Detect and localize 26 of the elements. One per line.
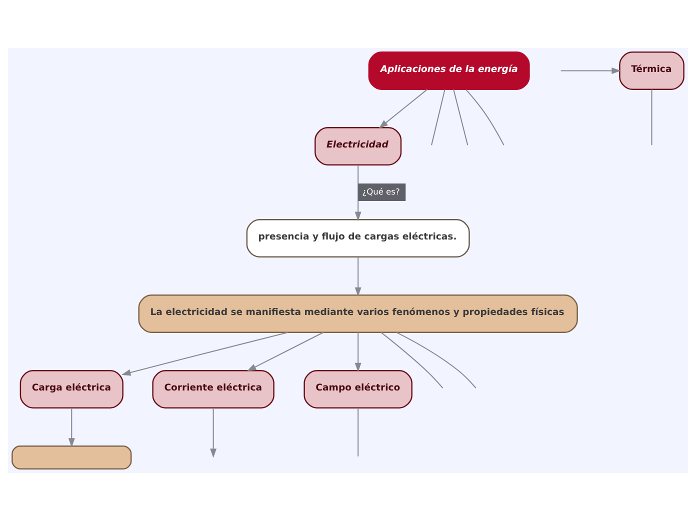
node-box: Carga eléctrica	[20, 370, 124, 408]
arrow	[378, 88, 428, 128]
arrow	[560, 66, 621, 74]
arrow	[354, 256, 362, 296]
connector	[453, 88, 468, 145]
node-box: presencia y flujo de cargas eléctricas.	[246, 218, 470, 257]
connector	[466, 88, 504, 145]
connector	[651, 89, 652, 145]
arrow	[210, 408, 217, 458]
node-box: Térmica	[619, 51, 684, 90]
arrow	[354, 164, 362, 221]
node-box	[12, 445, 132, 469]
node-box: Electricidad	[314, 126, 402, 165]
node-box: La electricidad se manifiesta mediante varios fenómenos y propiedades físicas	[138, 294, 578, 332]
node-box: Corriente eléctrica	[152, 370, 274, 408]
edge-label: ¿Qué es?	[362, 186, 400, 196]
node-box: Campo eléctrico	[304, 370, 412, 408]
arrow	[354, 332, 362, 372]
arrow	[246, 331, 324, 371]
connector	[358, 408, 359, 456]
connector	[380, 332, 444, 388]
arrow	[68, 408, 75, 447]
node-box: Aplicaciones de la energía	[368, 51, 530, 90]
connector	[396, 331, 476, 388]
arrow	[121, 331, 288, 376]
connector	[431, 88, 446, 145]
